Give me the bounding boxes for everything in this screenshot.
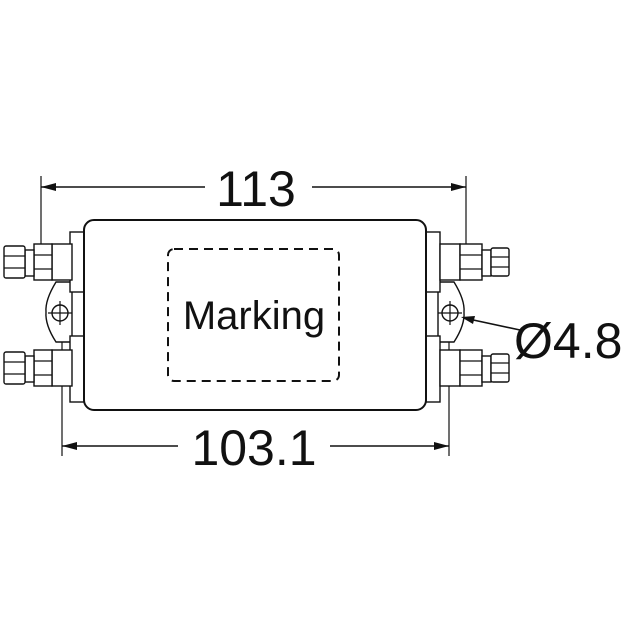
marking-area: Marking xyxy=(167,248,340,382)
overall-width-label: 113 xyxy=(216,161,296,217)
right-mounting-flange xyxy=(437,281,465,343)
marking-label: Marking xyxy=(183,294,325,338)
overall-width-dimension: 113 xyxy=(40,161,467,268)
left-mounting-flange xyxy=(45,281,73,343)
right-terminal-bottom xyxy=(425,335,510,403)
left-terminal-bottom xyxy=(3,335,85,403)
right-terminal-top xyxy=(425,231,510,293)
filter-body xyxy=(83,219,427,411)
hole-diameter-label: Ø4.8 xyxy=(514,313,622,369)
mounting-pitch-label: 103.1 xyxy=(191,420,316,476)
left-terminal-top xyxy=(3,231,85,293)
hole-diameter-callout: Ø4.8 xyxy=(461,313,622,369)
